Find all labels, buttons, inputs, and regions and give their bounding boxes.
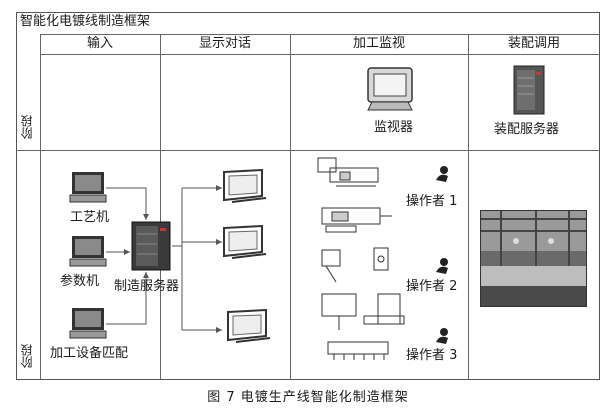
table-title: 智能化电镀线制造框架: [20, 14, 151, 29]
param-pc-icon: [69, 236, 107, 267]
operator-label-3: 操作者 3: [406, 348, 458, 363]
column-divider-3: [468, 34, 469, 380]
operator-label-2: 操作者 2: [406, 279, 458, 294]
equipment-match-label: 加工设备匹配: [50, 346, 129, 361]
machine-drawing-1: [317, 157, 392, 233]
factory-photo: [480, 210, 587, 307]
display-terminal-icon-2: [223, 224, 267, 259]
manufacturing-server-icon: [131, 221, 171, 271]
row-label-column-line: [40, 34, 41, 380]
monitor-icon: [367, 67, 413, 111]
display-terminal-icon-3: [227, 308, 271, 343]
machine-drawing-2: [321, 247, 389, 283]
row-divider-line: [16, 150, 600, 151]
column-header-input: 输入: [86, 36, 113, 51]
column-header-assembly: 装配调用: [507, 36, 560, 51]
figure-caption: 图 7 电镀生产线智能化制造框架: [207, 390, 409, 405]
column-divider-1: [160, 34, 161, 380]
header-bottom-line: [40, 54, 600, 55]
column-header-monitoring: 加工监视: [352, 36, 405, 51]
framework-table: [16, 12, 600, 380]
column-divider-2: [290, 34, 291, 380]
param-pc-label: 参数机: [60, 274, 100, 289]
display-terminal-icon-1: [223, 168, 267, 203]
process-pc-label: 工艺机: [70, 210, 110, 225]
monitor-label: 监视器: [374, 120, 414, 135]
assembly-server-icon: [513, 65, 545, 115]
operator-icon-2: [436, 258, 448, 274]
equipment-pc-icon: [69, 308, 107, 339]
operator-icon-1: [436, 166, 448, 182]
manufacturing-server-label: 制造服务器: [114, 279, 180, 294]
column-header-display: 显示对话: [198, 36, 251, 51]
factory-photo-image: [481, 211, 586, 306]
header-top-line: [40, 34, 600, 35]
machine-drawing-3: [321, 293, 405, 360]
operator-icon-3: [436, 328, 448, 344]
assembly-server-label: 装配服务器: [494, 122, 560, 137]
operator-label-1: 操作者 1: [406, 194, 458, 209]
process-pc-icon: [69, 172, 107, 203]
